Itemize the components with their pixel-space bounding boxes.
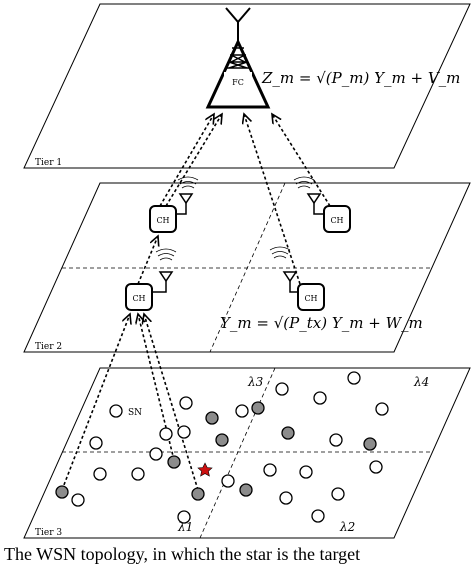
tier2-label: Tier 2 <box>35 342 62 352</box>
tier3-plane: Tier 3 <box>23 367 471 539</box>
cluster-head-1: CH <box>149 193 194 233</box>
radio-wave-icons <box>155 176 315 261</box>
region-label-4: λ4 <box>413 375 429 389</box>
region-label-1: λ1 <box>177 520 193 534</box>
sn-label: SN <box>128 408 142 418</box>
region-label-2: λ2 <box>339 520 355 534</box>
active-sensor-nodes <box>55 401 377 501</box>
antenna-icon <box>306 193 322 205</box>
figure-caption: The WSN topology, in which the star is t… <box>4 544 361 564</box>
ch-label: CH <box>156 216 169 225</box>
ch-label: CH <box>330 216 343 225</box>
cluster-head-2: CH <box>306 193 351 233</box>
tier2-equation: Y_m = √(P_tx) Y_m + W_m <box>220 314 423 332</box>
ch-label: CH <box>304 294 317 303</box>
fc-label: FC <box>232 78 244 87</box>
target-star-icon <box>197 462 213 477</box>
antenna-icon <box>282 271 298 283</box>
fusion-center-tower: FC <box>205 7 271 109</box>
tier3-label: Tier 3 <box>35 528 62 538</box>
region-label-3: λ3 <box>247 375 264 389</box>
ch-label: CH <box>132 294 145 303</box>
fc-equation: Z_m = √(P_m) Y_m + V_m <box>261 69 460 87</box>
cluster-head-4: CH <box>282 271 325 311</box>
sensor-nodes <box>71 371 389 524</box>
transmission-links <box>61 114 331 491</box>
antenna-icon <box>178 193 194 205</box>
cluster-head-3: CH <box>125 271 174 311</box>
antenna-icon <box>158 271 174 283</box>
tier1-label: Tier 1 <box>35 158 62 168</box>
